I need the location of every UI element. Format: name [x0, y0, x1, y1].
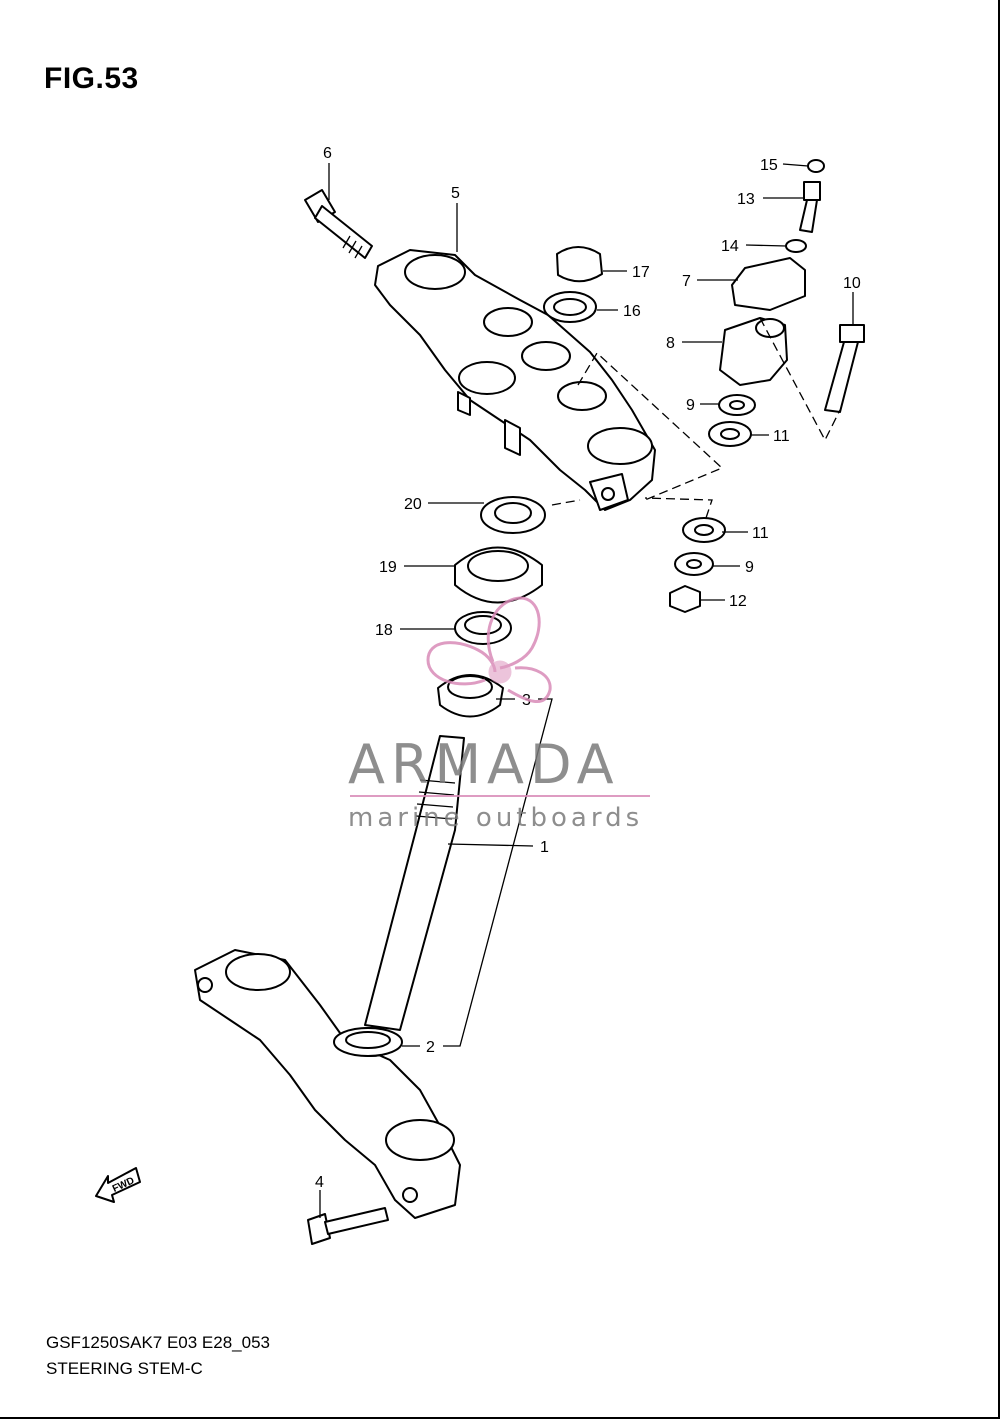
callout-17: 17: [632, 264, 650, 281]
part-12-nut: [669, 585, 701, 613]
callout-5: 5: [451, 185, 460, 202]
part-2-seal: [333, 1027, 403, 1057]
part-15-cap: [807, 159, 825, 173]
callout-10: 10: [843, 275, 861, 292]
part-20-locknut: [480, 496, 546, 534]
callout-8: 8: [666, 335, 675, 352]
part-13-bolt: [799, 181, 821, 233]
watermark-tagline: marine outboards: [348, 803, 643, 833]
part-6-bolt: [304, 189, 373, 259]
part-7-upper-clamp: [731, 257, 806, 311]
part-1-steering-stem: [194, 735, 465, 1219]
callout-6: 6: [323, 145, 332, 162]
callout-2: 2: [426, 1039, 435, 1056]
part-17-cap: [556, 246, 603, 283]
leader-lines: [319, 163, 854, 1218]
callout-19: 19: [379, 559, 397, 576]
callout-7: 7: [682, 273, 691, 290]
callout-16: 16: [623, 303, 641, 320]
callout-12: 12: [729, 593, 747, 610]
part-10-bolt: [824, 324, 865, 413]
part-19-dust-seal: [454, 546, 543, 604]
callout-1: 1: [540, 839, 549, 856]
part-4-bolt: [307, 1207, 389, 1245]
callout-9-upper: 9: [686, 397, 695, 414]
figure-name: STEERING STEM-C: [46, 1359, 203, 1378]
fwd-label: FWD: [111, 1175, 136, 1195]
part-14-washer: [785, 239, 807, 253]
part-8-lower-clamp: [719, 317, 788, 386]
dashed-assembly-lines: [551, 317, 841, 519]
part-9-washer-lower: [674, 552, 714, 576]
callout-15: 15: [760, 157, 778, 174]
figure-code: GSF1250SAK7 E03 E28_053: [46, 1333, 270, 1352]
callout-9-lower: 9: [745, 559, 754, 576]
part-5-upper-bracket: [374, 249, 656, 511]
figure-title: FIG.53: [44, 62, 139, 95]
watermark-logo: ARMADA marine outboards: [348, 596, 650, 833]
callout-13: 13: [737, 191, 755, 208]
callout-18: 18: [375, 622, 393, 639]
callout-11-upper: 11: [773, 428, 790, 445]
callout-4: 4: [315, 1174, 324, 1191]
watermark-brand: ARMADA: [348, 733, 620, 796]
callout-20: 20: [404, 496, 422, 513]
part-11-washer-upper: [708, 421, 752, 447]
part-11-washer-lower: [682, 517, 726, 543]
callout-14: 14: [721, 238, 739, 255]
callout-11-lower: 11: [752, 525, 769, 542]
fwd-arrow-icon: FWD: [95, 1167, 141, 1203]
part-16-washer: [543, 291, 597, 323]
propeller-logo-icon: [426, 596, 552, 703]
part-9-washer-upper: [718, 394, 756, 416]
part-18-bearing: [454, 611, 512, 645]
